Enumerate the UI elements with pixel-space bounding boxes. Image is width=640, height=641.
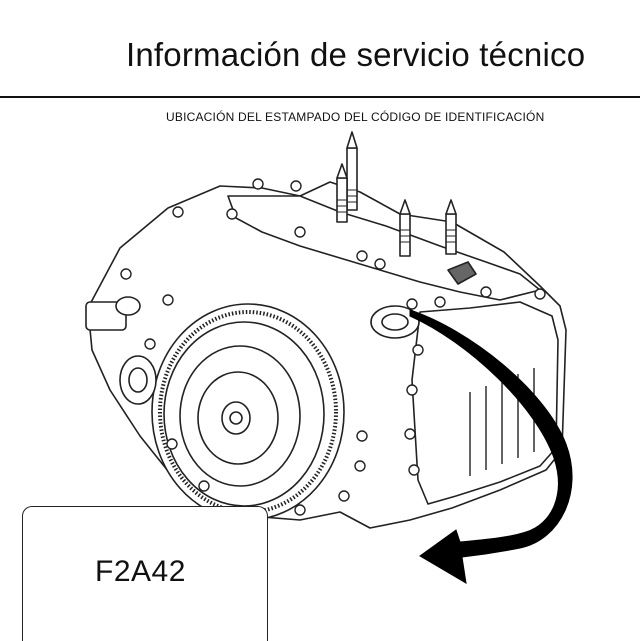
code-callout-box: [22, 506, 268, 641]
page-title: Información de servicio técnico: [126, 36, 586, 73]
oil-pan: [411, 301, 559, 505]
identification-code-label: F2A42: [95, 555, 186, 588]
stamp-location-arrow: [409, 309, 573, 584]
header-divider: [0, 96, 640, 98]
figure-caption: UBICACIÓN DEL ESTAMPADO DEL CÓDIGO DE ID…: [166, 110, 545, 124]
